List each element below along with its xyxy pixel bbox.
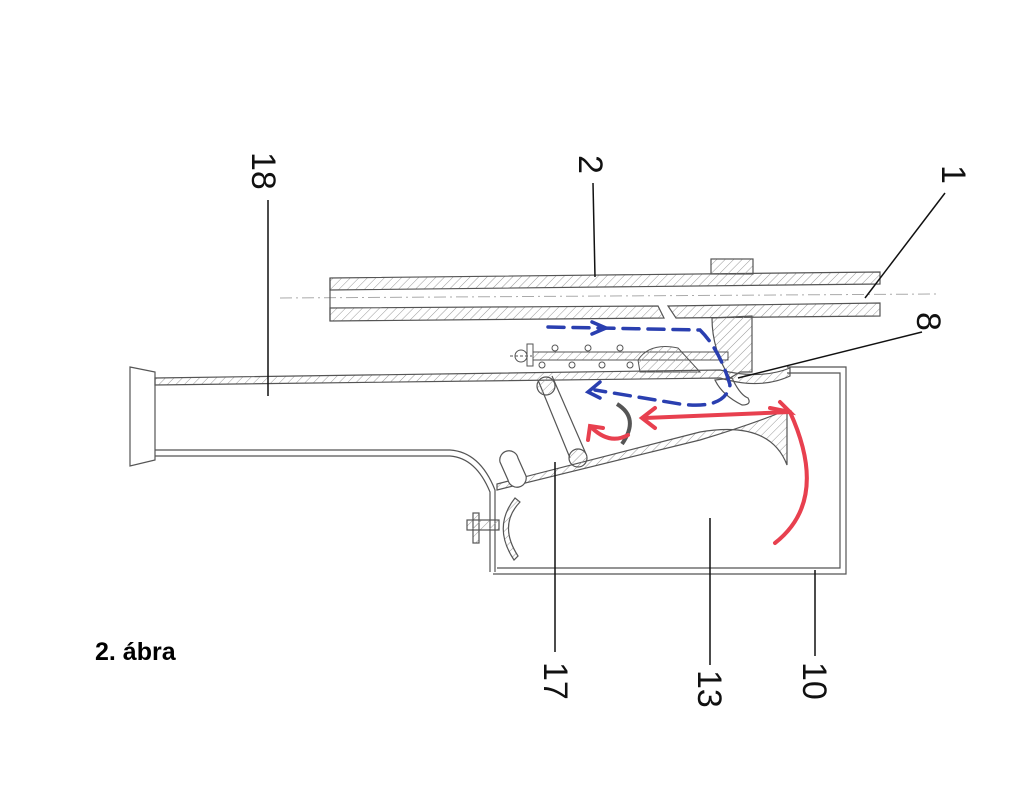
figure-caption: 2. ábra <box>95 638 176 666</box>
label-17: 17 <box>536 662 574 700</box>
adjuster <box>466 497 521 561</box>
spring-rod <box>510 343 729 373</box>
label-1: 1 <box>934 165 972 184</box>
label-2: 2 <box>571 155 609 174</box>
box-10 <box>493 366 847 575</box>
label-8: 8 <box>909 312 947 331</box>
red-flow-arrow <box>586 400 809 545</box>
leader-1 <box>864 192 946 299</box>
label-10: 10 <box>795 662 833 700</box>
label-13: 13 <box>690 670 728 708</box>
valve-flap-8 <box>714 377 750 406</box>
tube-2 <box>329 271 881 322</box>
leader-8 <box>737 331 923 379</box>
label-18: 18 <box>244 152 282 190</box>
body-18 <box>129 366 791 572</box>
flap-17 <box>499 375 632 488</box>
center-line <box>279 293 941 299</box>
leader-2 <box>592 182 596 278</box>
inner-channel <box>496 409 788 491</box>
blue-flow-arrow <box>546 320 732 407</box>
